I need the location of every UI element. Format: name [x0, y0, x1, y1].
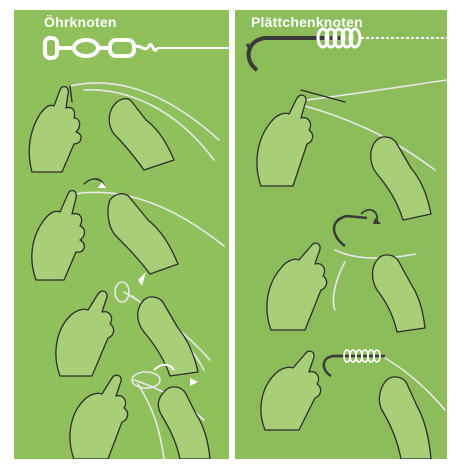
swivel-eye-knot-icon — [45, 38, 229, 58]
step-1-hands — [29, 83, 219, 172]
step-2-hands — [32, 179, 224, 280]
step-3-hands-right — [261, 350, 445, 459]
oehrknoten-illustration — [14, 10, 229, 459]
step-4-hands — [70, 365, 210, 459]
spade-end-hook-knot-icon — [247, 29, 447, 70]
step-2-hands-right — [267, 210, 425, 332]
panel-oehrknoten: Öhrknoten — [14, 10, 229, 459]
plaettchenknoten-illustration — [235, 10, 447, 459]
step-1-hands-right — [257, 80, 447, 220]
panel-plaettchenknoten: Plättchenknoten — [235, 10, 447, 459]
step-3-hands — [56, 272, 210, 376]
